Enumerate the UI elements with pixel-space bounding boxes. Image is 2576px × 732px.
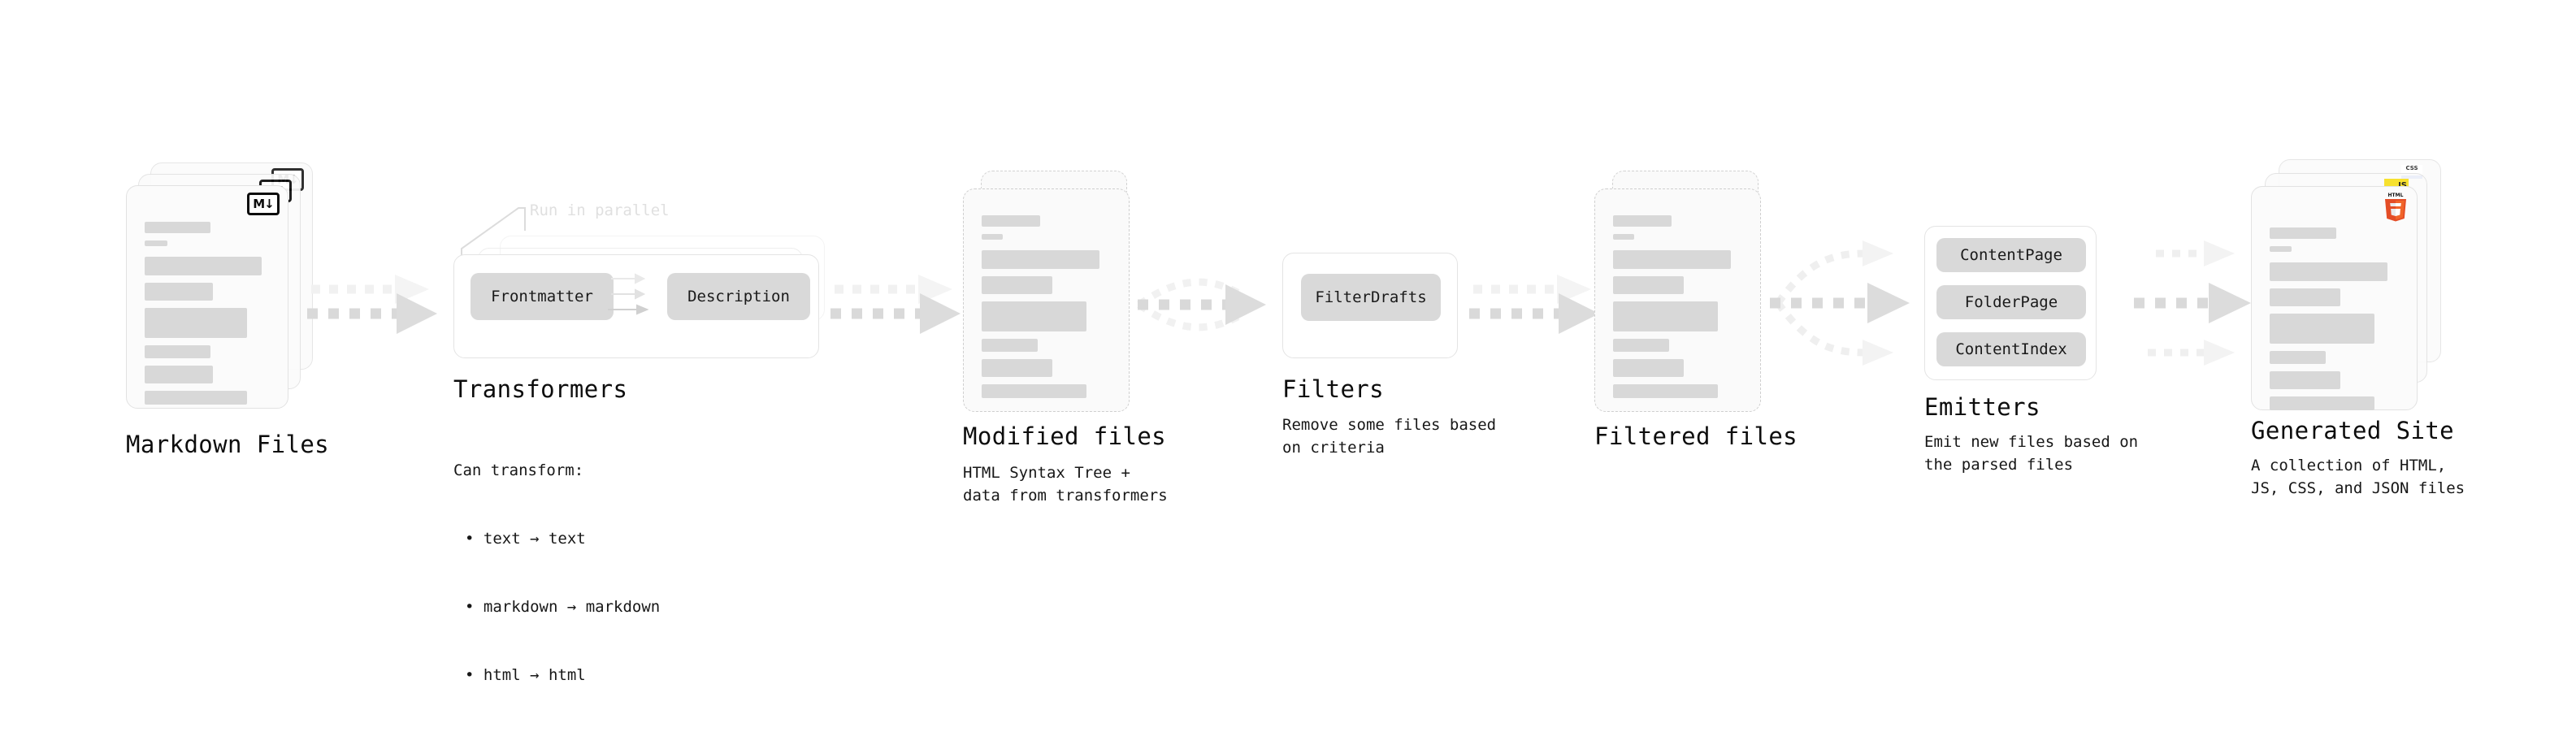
modified-files-title: Modified files (963, 422, 1167, 450)
emitters-panel: ContentPage FolderPage ContentIndex (1924, 226, 2097, 380)
emitter-chip-folderpage[interactable]: FolderPage (1936, 285, 2086, 319)
emitter-chip-contentindex[interactable]: ContentIndex (1936, 332, 2086, 366)
modified-files-subtitle: HTML Syntax Tree + data from transformer… (963, 464, 1168, 505)
generated-site-subtitle: A collection of HTML, JS, CSS, and JSON … (2251, 457, 2465, 497)
markdown-badge-icon: M↓ (247, 193, 280, 215)
run-in-parallel-label: Run in parallel (530, 201, 670, 219)
transformers-title: Transformers (453, 375, 628, 403)
modified-card-front (963, 188, 1130, 412)
filtered-files-title: Filtered files (1594, 422, 1798, 450)
transformer-chip-frontmatter[interactable]: Frontmatter (471, 273, 614, 320)
transformers-bullet-2: • html → html (465, 666, 586, 684)
transformers-subtitle-line: Can transform: (453, 461, 584, 479)
skeleton-lines (145, 222, 271, 412)
skeleton-lines (982, 215, 1112, 405)
transformer-chip-description[interactable]: Description (667, 273, 810, 320)
generated-site-stack: CSS JS HTML (2251, 159, 2446, 435)
filters-panel: FilterDrafts (1282, 253, 1458, 358)
html5-badge-icon: HTML (2383, 191, 2409, 223)
transformers-subtitle: Can transform: • text → text • markdown … (453, 414, 660, 732)
skeleton-lines (2270, 227, 2400, 418)
transformers-bullet-1: • markdown → markdown (465, 598, 661, 616)
filtered-files-stack (1594, 171, 1773, 431)
transformer-inner-arrows (608, 273, 649, 315)
emitters-title: Emitters (1924, 393, 2040, 421)
svg-text:HTML: HTML (2388, 193, 2404, 198)
transformers-bullet-0: • text → text (465, 530, 586, 548)
filtered-card-front (1594, 188, 1761, 412)
skeleton-lines (1613, 215, 1744, 405)
filters-title: Filters (1282, 375, 1385, 403)
generated-card-front: HTML (2251, 186, 2418, 410)
connector-arrow-1 (307, 275, 437, 334)
markdown-card-front: M↓ (126, 185, 288, 409)
filter-chip-filterdrafts[interactable]: FilterDrafts (1301, 274, 1441, 321)
connector-arrow-5-fanout (1770, 240, 1910, 366)
connector-arrow-6-triple (2134, 240, 2251, 366)
pipeline-diagram: M↓ M↓ M↓ Markdown Files (126, 159, 2465, 684)
generated-site-title: Generated Site (2251, 417, 2455, 444)
markdown-files-stack: M↓ M↓ M↓ (126, 162, 313, 431)
filters-subtitle: Remove some files based on criteria (1282, 416, 1497, 457)
markdown-files-title: Markdown Files (126, 431, 330, 458)
connector-arrow-4 (1469, 275, 1599, 334)
modified-files-stack (963, 171, 1142, 431)
emitters-subtitle: Emit new files based on the parsed files (1924, 433, 2139, 474)
connector-arrow-2 (830, 275, 961, 334)
emitter-chip-contentpage[interactable]: ContentPage (1936, 238, 2086, 272)
connector-arrow-3 (1137, 278, 1266, 331)
